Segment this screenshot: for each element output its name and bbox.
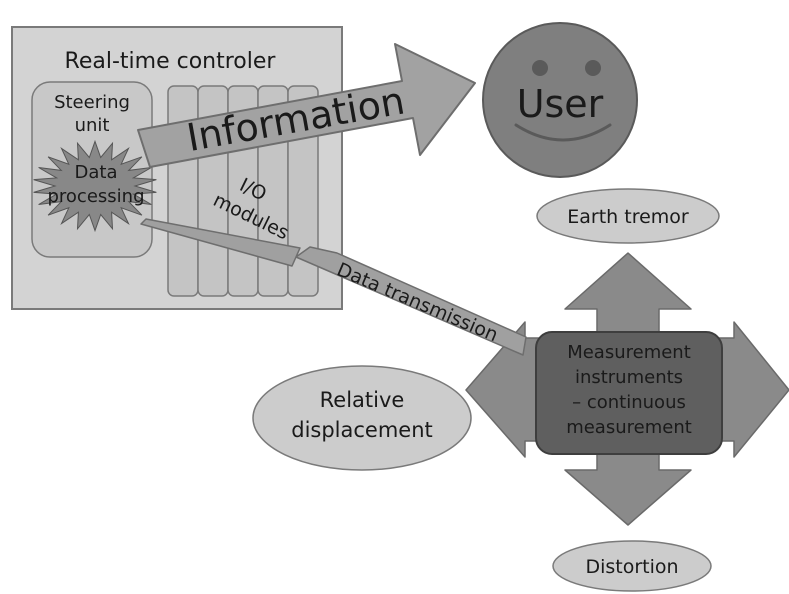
relative-displacement-label-2: displacement	[291, 418, 433, 442]
data-processing-starburst	[33, 139, 157, 233]
data-processing-label-1: Data	[75, 162, 118, 183]
instruments-label-1: Measurement	[567, 342, 691, 363]
earth-tremor-label: Earth tremor	[567, 206, 689, 228]
relative-displacement-label-1: Relative	[320, 388, 405, 412]
instruments-label-4: measurement	[566, 417, 692, 438]
user-smile	[514, 123, 612, 142]
relative-displacement-ellipse	[252, 365, 472, 471]
data-transmission-arrow	[140, 218, 527, 356]
distortion-ellipse	[552, 540, 712, 592]
user-right-eye	[585, 60, 601, 76]
user-left-eye	[532, 60, 548, 76]
user-circle	[482, 22, 638, 178]
data-processing-label-2: processing	[47, 186, 144, 207]
steering-unit-label-1: Steering	[54, 92, 130, 113]
measurement-instruments-box	[535, 331, 723, 455]
controller-title: Real-time controler	[65, 49, 277, 74]
instruments-label-3: – continuous	[572, 392, 686, 413]
data-transmission-label: Data transmission	[334, 259, 502, 347]
distortion-label: Distortion	[585, 556, 678, 578]
information-arrow	[137, 43, 476, 168]
steering-unit-label-2: unit	[75, 115, 110, 136]
earth-tremor-ellipse	[536, 188, 720, 244]
instruments-label-2: instruments	[575, 367, 683, 388]
user-label: User	[517, 82, 604, 126]
